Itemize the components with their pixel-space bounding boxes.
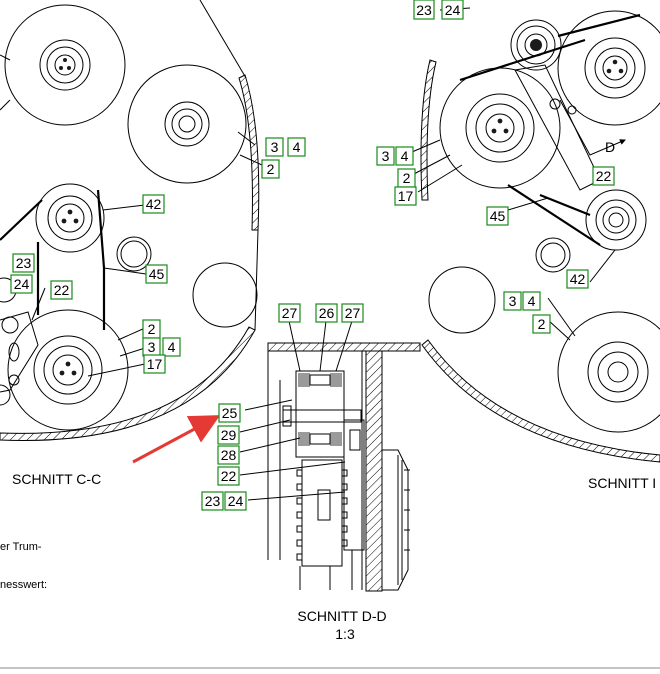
tag-3-b: 3 bbox=[142, 337, 161, 357]
svg-text:29: 29 bbox=[221, 427, 237, 443]
svg-text:17: 17 bbox=[398, 188, 414, 204]
svg-text:23: 23 bbox=[16, 255, 32, 271]
tag-17-c: 17 bbox=[394, 186, 417, 206]
flange-mid-right bbox=[439, 67, 561, 189]
tag-4-a: 4 bbox=[287, 137, 306, 157]
svg-text:3: 3 bbox=[271, 139, 279, 155]
view-marker-d: D bbox=[605, 139, 615, 155]
gear bbox=[301, 459, 343, 567]
section-dd bbox=[239, 320, 421, 592]
tag-2-a: 2 bbox=[261, 159, 280, 179]
svg-text:2: 2 bbox=[538, 316, 546, 332]
tag-45-a: 45 bbox=[145, 264, 168, 284]
svg-text:26: 26 bbox=[319, 305, 335, 321]
tag-25: 25 bbox=[218, 403, 241, 423]
tag-23-top: 23 bbox=[413, 0, 435, 20]
tag-24-top: 24 bbox=[441, 0, 464, 20]
svg-text:3: 3 bbox=[148, 339, 156, 355]
highlight-arrow bbox=[132, 415, 221, 464]
housing-arc-left bbox=[0, 326, 256, 441]
svg-text:24: 24 bbox=[14, 276, 30, 292]
section-cc bbox=[0, 0, 263, 441]
pulley-right bbox=[585, 189, 647, 251]
svg-text:4: 4 bbox=[168, 339, 176, 355]
section-right bbox=[411, 7, 660, 463]
tag-3-a: 3 bbox=[265, 137, 284, 157]
svg-text:23: 23 bbox=[205, 493, 221, 509]
svg-text:22: 22 bbox=[54, 282, 70, 298]
tag-24-m: 24 bbox=[224, 491, 247, 511]
svg-text:45: 45 bbox=[490, 208, 506, 224]
svg-text:42: 42 bbox=[146, 196, 162, 212]
caption-scale-dd: 1:3 bbox=[335, 626, 355, 642]
tag-42-r: 42 bbox=[566, 269, 589, 289]
flange-bottom-right bbox=[557, 311, 660, 433]
tag-22-r: 22 bbox=[592, 166, 615, 186]
svg-text:2: 2 bbox=[403, 170, 411, 186]
svg-text:28: 28 bbox=[221, 447, 237, 463]
part-tags: 23 24 3 4 2 42 45 23 24 22 2 3 4 17 27 2… bbox=[10, 0, 615, 511]
svg-text:4: 4 bbox=[293, 139, 301, 155]
svg-text:4: 4 bbox=[401, 148, 409, 164]
belt-right bbox=[459, 13, 641, 246]
caption-schnitt-right: SCHNITT I bbox=[588, 475, 656, 491]
svg-text:22: 22 bbox=[596, 168, 612, 184]
tag-24-l: 24 bbox=[10, 274, 33, 294]
svg-text:22: 22 bbox=[221, 468, 237, 484]
tag-23-l: 23 bbox=[12, 253, 35, 273]
tensioner-lever bbox=[0, 311, 39, 393]
tag-3-d: 3 bbox=[503, 291, 522, 311]
note-trum: er Trum- bbox=[0, 541, 42, 553]
caption-schnitt-dd: SCHNITT D-D bbox=[297, 608, 386, 624]
tensioner-arm-right bbox=[514, 64, 601, 191]
svg-text:3: 3 bbox=[382, 148, 390, 164]
svg-text:45: 45 bbox=[149, 266, 165, 282]
svg-text:24: 24 bbox=[228, 493, 244, 509]
pulley-left bbox=[35, 183, 105, 253]
svg-text:42: 42 bbox=[570, 271, 586, 287]
flange-top-middle bbox=[127, 64, 247, 184]
svg-text:24: 24 bbox=[445, 2, 461, 18]
tag-3-c: 3 bbox=[376, 146, 395, 166]
svg-text:17: 17 bbox=[147, 356, 163, 372]
svg-text:3: 3 bbox=[509, 293, 517, 309]
tag-42-a: 42 bbox=[142, 194, 165, 214]
housing-arc-right bbox=[421, 339, 660, 463]
svg-text:2: 2 bbox=[148, 321, 156, 337]
tag-29: 29 bbox=[217, 425, 240, 445]
tag-22-l: 22 bbox=[50, 280, 73, 300]
tag-4-b: 4 bbox=[162, 337, 181, 357]
flange-bottom-left bbox=[7, 309, 129, 431]
flange-top-right bbox=[557, 10, 660, 126]
svg-text:25: 25 bbox=[222, 405, 238, 421]
tag-26: 26 bbox=[315, 303, 338, 323]
flange-top-left bbox=[4, 4, 126, 126]
tag-4-c: 4 bbox=[395, 146, 414, 166]
tag-23-m: 23 bbox=[201, 491, 224, 511]
caption-schnitt-cc: SCHNITT C-C bbox=[12, 471, 101, 487]
tag-17-b: 17 bbox=[143, 354, 166, 374]
svg-text:23: 23 bbox=[416, 2, 432, 18]
tag-28: 28 bbox=[217, 445, 240, 465]
idler-ring-left bbox=[116, 236, 152, 272]
tag-2-d: 2 bbox=[532, 314, 551, 334]
tag-27-2: 27 bbox=[341, 303, 364, 323]
svg-text:27: 27 bbox=[345, 305, 361, 321]
svg-text:4: 4 bbox=[528, 293, 536, 309]
note-messwert: nesswert: bbox=[0, 579, 47, 591]
svg-text:2: 2 bbox=[267, 161, 275, 177]
bore-left bbox=[192, 262, 258, 328]
tag-4-d: 4 bbox=[522, 291, 541, 311]
tag-2-b: 2 bbox=[142, 319, 161, 339]
idler-ring-right bbox=[535, 237, 571, 273]
bore-right bbox=[428, 266, 496, 334]
bearing-top-right bbox=[510, 19, 562, 71]
tag-27-1: 27 bbox=[278, 303, 301, 323]
motor-right bbox=[382, 449, 409, 591]
tag-2-c: 2 bbox=[397, 168, 416, 188]
svg-text:27: 27 bbox=[282, 305, 298, 321]
tag-22-m: 22 bbox=[217, 466, 240, 486]
tag-45-r: 45 bbox=[486, 206, 509, 226]
